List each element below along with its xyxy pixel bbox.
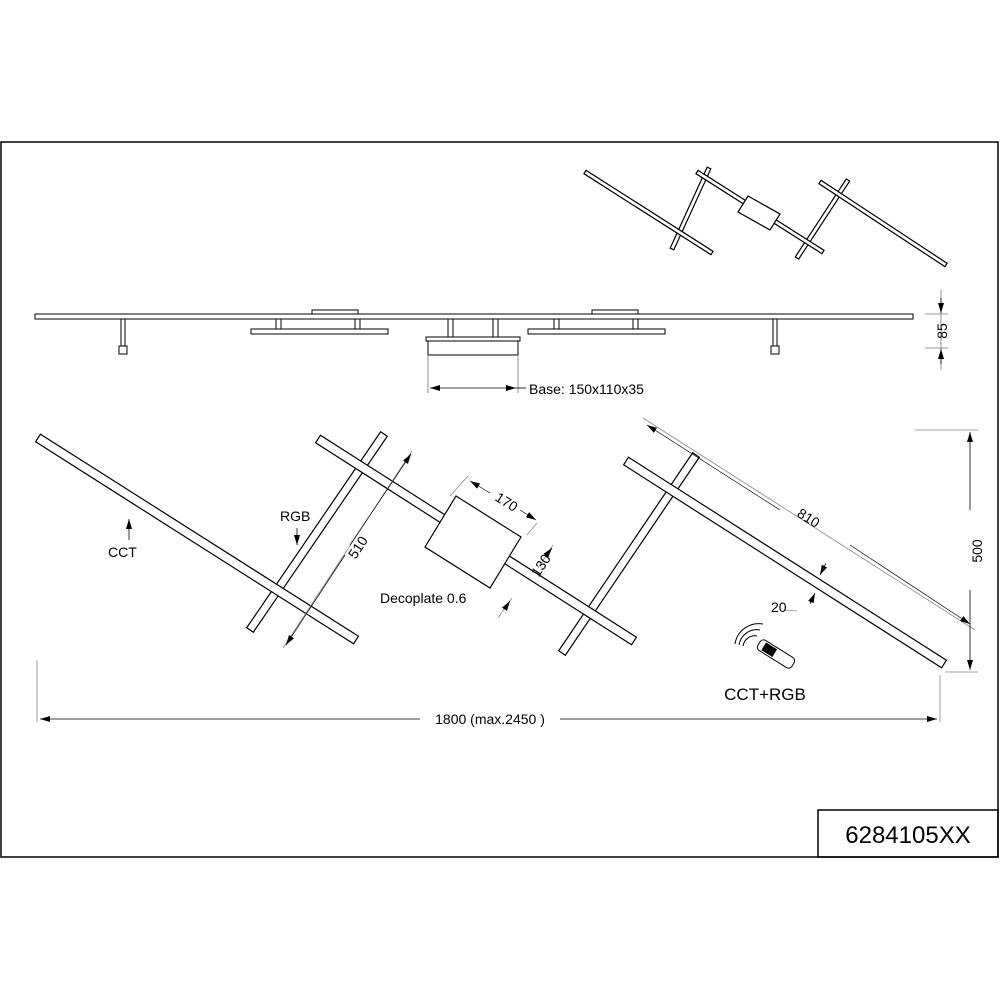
dim-500: 500: [969, 539, 985, 563]
side-main-bar: [34, 313, 914, 320]
drawing-frame: [0, 141, 999, 858]
decoplate-label: Decoplate 0.6: [380, 590, 467, 606]
base-label: Base: 150x110x35: [529, 381, 644, 397]
cross-bar-left: [245, 430, 389, 634]
side-end-cap: [118, 345, 128, 355]
part-number: 6284105XX: [845, 822, 970, 849]
light-bar-left: [34, 433, 360, 645]
height-label: 85: [934, 323, 950, 339]
remote-control-icon: [734, 623, 796, 669]
dim-510: 510: [345, 533, 371, 561]
cct-label: CCT: [108, 544, 137, 560]
dimension-lines: [36, 417, 978, 722]
side-lower-bar-right: [527, 328, 666, 335]
dim-20: 20: [771, 599, 787, 615]
mini-top-view: [583, 166, 948, 268]
title-block: [817, 809, 999, 858]
dim-170: 170: [493, 489, 521, 515]
remote-label: CCT+RGB: [724, 685, 806, 704]
side-base: [427, 340, 519, 356]
mini-cross-bar-left: [669, 166, 712, 251]
mini-cross-bar-right: [794, 178, 851, 260]
cross-bar-right: [557, 451, 701, 657]
width-label: 1800 (max.2450 ): [435, 711, 545, 727]
mini-bar-right: [818, 179, 948, 268]
light-bar-right: [622, 456, 948, 669]
decoplate: [424, 495, 522, 589]
mini-base: [737, 195, 781, 231]
side-view: [34, 309, 914, 356]
rgb-label: RGB: [280, 508, 310, 524]
mini-bar-left: [583, 169, 714, 256]
side-lower-bar-left: [250, 328, 389, 335]
dim-810: 810: [795, 505, 823, 531]
